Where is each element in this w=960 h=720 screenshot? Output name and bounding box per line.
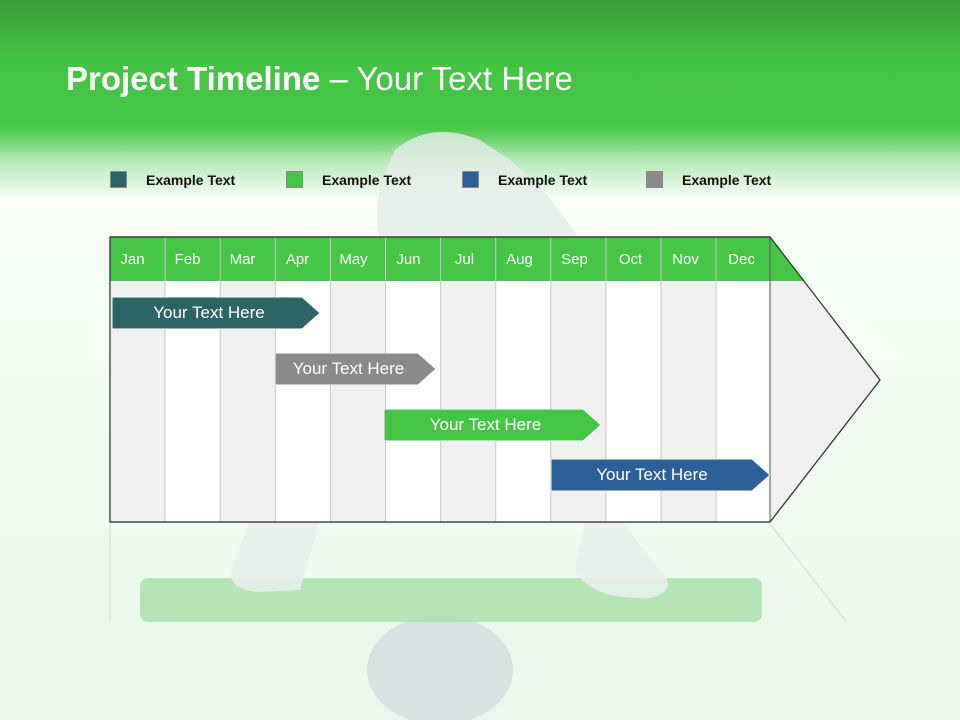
bar-arrow-shape	[112, 297, 320, 329]
month-mar: Mar	[229, 251, 256, 268]
month-jul: Jul	[454, 251, 475, 268]
title-rest: – Your Text Here	[320, 60, 573, 97]
legend-swatch-1	[110, 171, 127, 188]
month-column	[385, 281, 441, 522]
legend-label-2: Example Text	[322, 172, 412, 188]
timeline-bar-3[interactable]: Your Text Here	[384, 409, 601, 441]
bar-label: Your Text Here	[596, 465, 708, 484]
title-bold: Project Timeline	[66, 60, 321, 97]
legend-swatch-4	[646, 171, 663, 188]
legend-label-3: Example Text	[498, 172, 588, 188]
month-apr: Apr	[285, 251, 310, 268]
legend-label-4: Example Text	[682, 172, 772, 188]
legend-swatch-2	[286, 171, 303, 188]
bar-label: Your Text Here	[292, 359, 405, 378]
month-feb: Feb	[174, 251, 201, 268]
legend-swatch-3	[462, 171, 479, 188]
bar-arrow-shape	[551, 459, 770, 491]
timeline-bar-2[interactable]: Your Text Here	[275, 353, 436, 385]
timeline-arrow-head	[770, 237, 880, 522]
bar-label: Your Text Here	[153, 303, 265, 322]
month-sep: Sep	[561, 251, 588, 268]
timeline-border	[109, 236, 881, 523]
month-aug: Aug	[506, 251, 533, 268]
month-nov: Nov	[672, 251, 699, 268]
timeline-header-row	[110, 237, 805, 281]
month-jan: Jan	[120, 251, 145, 268]
month-may: May	[339, 251, 368, 268]
page-title: Project Timeline – Your Text Here	[66, 60, 573, 98]
timeline-bar-4[interactable]: Your Text Here	[551, 459, 770, 491]
month-columns	[110, 281, 772, 522]
month-oct: Oct	[618, 251, 643, 268]
bar-arrow-shape	[275, 353, 436, 385]
legend-label-1: Example Text	[146, 172, 236, 188]
bar-arrow-shape	[384, 409, 601, 441]
bar-label: Your Text Here	[429, 415, 542, 434]
month-column	[330, 281, 386, 522]
month-column	[495, 281, 551, 522]
month-column	[440, 281, 496, 522]
month-dec: Dec	[728, 251, 755, 268]
timeline-bar-1[interactable]: Your Text Here	[112, 297, 320, 329]
month-jun: Jun	[396, 251, 421, 268]
